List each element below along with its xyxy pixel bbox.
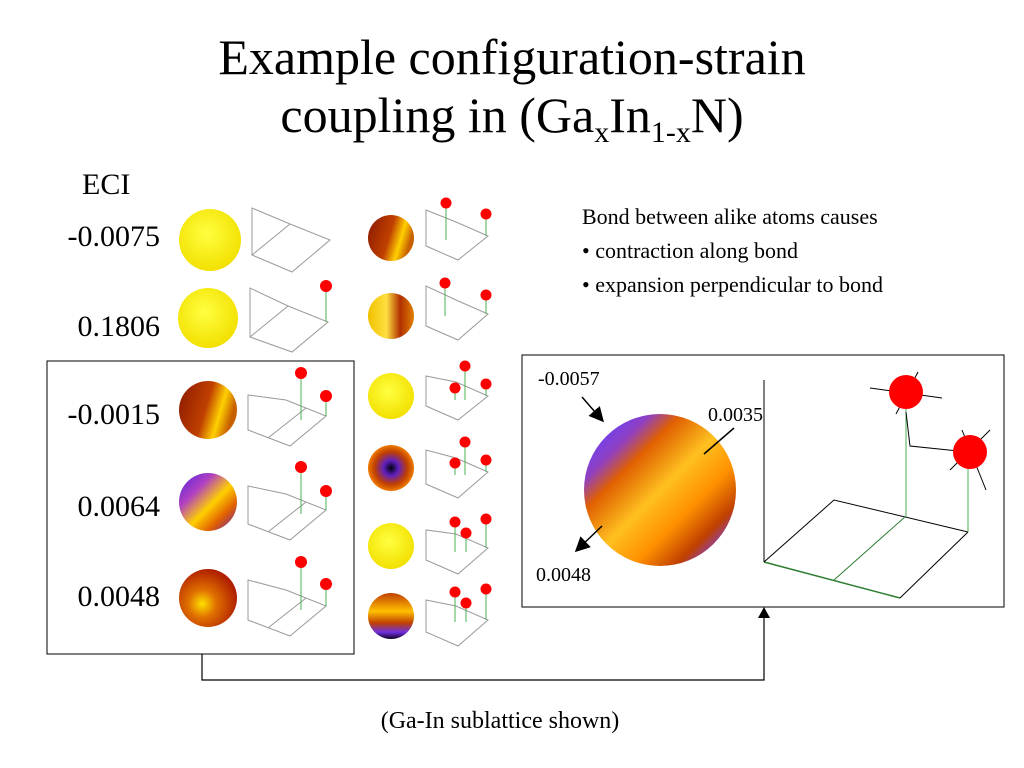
slide-title: Example configuration-strain coupling in…: [0, 28, 1024, 148]
lattice-plot-1: [251, 207, 331, 273]
lattice-plot-col2: [425, 209, 489, 647]
atom-markers-col2: [439, 197, 492, 609]
sphere-11: [368, 593, 414, 639]
eci-value-3: -0.0015: [67, 398, 161, 431]
title-suffix: N): [690, 87, 744, 143]
atom-markers-col1: [295, 280, 332, 590]
sphere-9: [368, 445, 414, 491]
sphere-8: [368, 373, 414, 419]
lattice-plot-3: [247, 374, 327, 447]
title-prefix: coupling in (Ga: [280, 87, 595, 143]
arrow-negative-value: [581, 396, 604, 423]
lattice-plot-5: [247, 563, 327, 637]
explanation-line: Bond between alike atoms causes: [582, 204, 878, 229]
bond-lines-col2: [444, 204, 487, 622]
title-line-2: coupling in (GaxIn1-xN): [0, 86, 1024, 148]
sphere-1: [179, 209, 241, 271]
sphere-10: [368, 523, 414, 569]
zoom-lattice: [763, 371, 991, 599]
eci-value-5: 0.0048: [77, 580, 161, 613]
eci-value-2: 0.1806: [77, 310, 161, 343]
connector-arrowhead: [758, 607, 770, 618]
sphere-2: [178, 288, 238, 348]
explanation-text: Bond between alike atoms causes • contra…: [582, 200, 883, 302]
title-line-1: Example configuration-strain: [218, 29, 806, 85]
sphere-5: [179, 569, 237, 627]
zoom-label-1: -0.0057: [538, 368, 600, 390]
zoom-box: [521, 354, 1005, 608]
title-sub-x: x: [594, 116, 610, 149]
eci-header: ECI: [82, 168, 131, 201]
highlight-box: [46, 360, 355, 655]
lattice-plot-2: [249, 287, 329, 353]
title-mid: In: [609, 87, 651, 143]
zoom-label-3: 0.0048: [536, 564, 591, 586]
zoom-atom-2: [953, 435, 987, 469]
eci-value-4: 0.0064: [77, 490, 161, 523]
lattice-plot-4: [247, 468, 327, 541]
zoom-label-2: 0.0035: [708, 404, 763, 426]
sphere-4: [179, 473, 237, 531]
line-0035: [703, 427, 735, 455]
sphere-3: [179, 381, 237, 439]
caption: (Ga-In sublattice shown): [380, 708, 620, 734]
eci-value-1: -0.0075: [67, 220, 161, 253]
arrow-0048: [574, 525, 603, 553]
explanation-bullet-2: • expansion perpendicular to bond: [582, 272, 883, 297]
zoom-atom-1: [889, 375, 923, 409]
title-sub-1x: 1-x: [650, 116, 691, 149]
sphere-6: [368, 215, 414, 261]
connector-line: [201, 612, 765, 681]
sphere-7: [368, 293, 414, 339]
zoom-sphere: [584, 414, 736, 566]
explanation-bullet-1: • contraction along bond: [582, 238, 799, 263]
